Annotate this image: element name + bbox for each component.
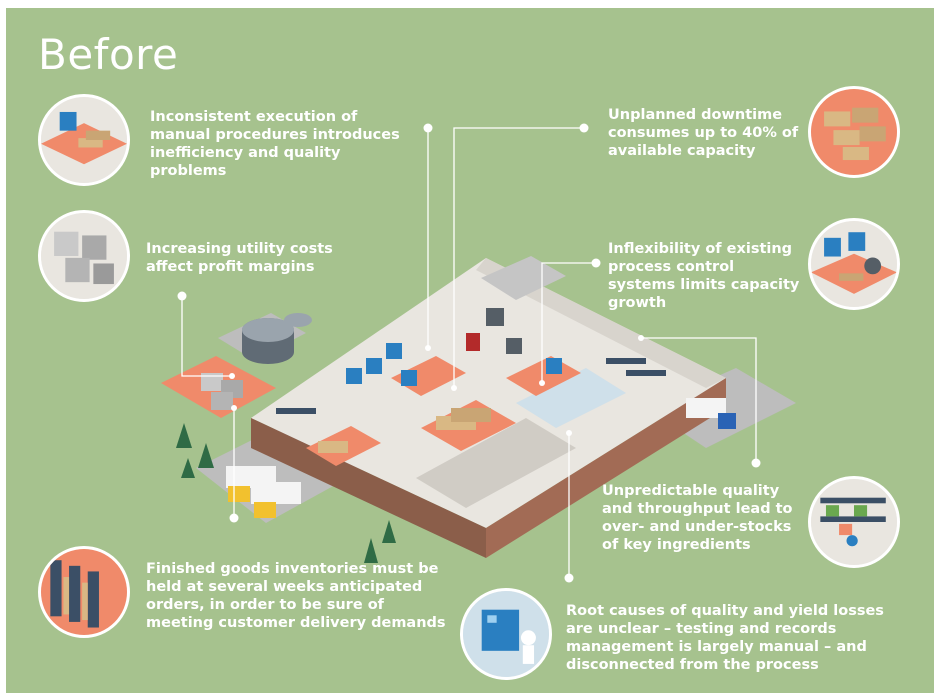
callout-manual-procedures: Inconsistent execution of manual procedu… xyxy=(150,109,400,179)
quality-thumbnail xyxy=(808,476,900,568)
infographic: Before xyxy=(6,8,934,693)
callout-unpredictable-quality: Unpredictable quality and throughput lea… xyxy=(602,483,793,553)
inventory-thumbnail xyxy=(38,546,130,638)
downtime-thumbnail xyxy=(808,86,900,178)
callout-root-causes: Root causes of quality and yield losses … xyxy=(566,603,884,673)
callout-utility-costs: Increasing utility costs affect profit m… xyxy=(146,241,333,275)
callout-inflexibility: Inflexibility of existing process contro… xyxy=(608,241,800,311)
callout-unplanned-downtime: Unplanned downtime consumes up to 40% of… xyxy=(608,107,799,159)
connector-lines xyxy=(177,123,761,583)
process-control-thumbnail xyxy=(808,218,900,310)
manual-procedures-thumbnail xyxy=(38,94,130,186)
page-title: Before xyxy=(38,30,179,79)
factory-illustration xyxy=(161,256,796,563)
utility-thumbnail xyxy=(38,210,130,302)
callout-finished-goods: Finished goods inventories must be held … xyxy=(146,561,446,631)
root-cause-thumbnail xyxy=(460,588,552,680)
